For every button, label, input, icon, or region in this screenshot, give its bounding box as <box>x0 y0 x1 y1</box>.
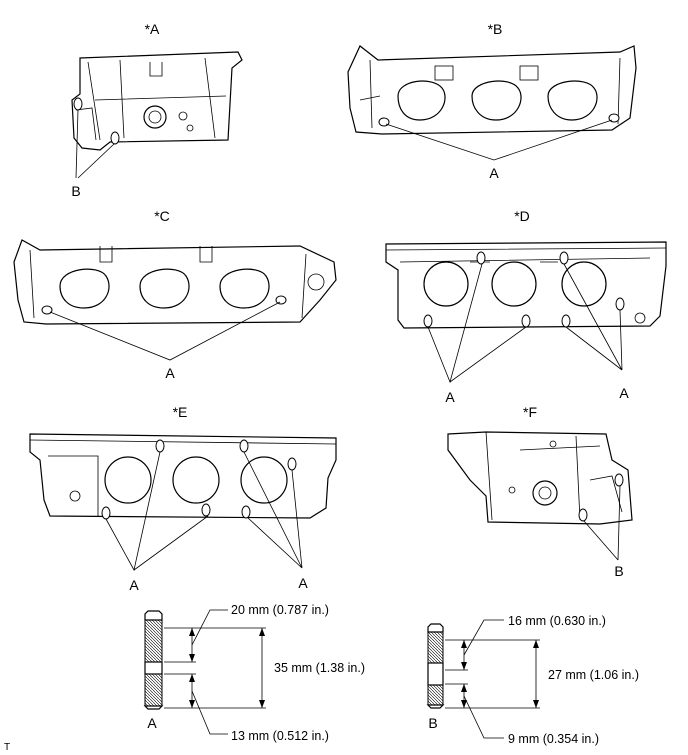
view-d-callout-right: A <box>619 385 629 401</box>
stud-a-marker <box>239 439 249 453</box>
view-a-stud-positions <box>73 97 120 145</box>
view-f-leader <box>583 485 621 561</box>
view-f-stud-positions <box>578 473 624 522</box>
view-b-intake-side <box>347 45 637 135</box>
view-a-title: *A <box>145 21 160 37</box>
view-e: *E A A <box>29 404 337 593</box>
view-a-cylinder-head-end <box>71 51 243 151</box>
stud-a-marker <box>241 505 251 519</box>
stud-b-marker <box>110 131 120 145</box>
corner-mark: T <box>4 742 10 753</box>
view-d-leader-left <box>427 263 527 384</box>
stud-b-drawing <box>426 623 445 709</box>
stud-b-leaders <box>463 619 504 739</box>
stud-b-bottom-length: 9 mm (0.354 in.) <box>508 732 599 746</box>
view-f-cylinder-head-end <box>447 431 633 525</box>
view-f-callout: B <box>614 563 623 579</box>
view-e-title: *E <box>173 404 188 420</box>
stud-a-marker <box>559 251 569 265</box>
view-e-callout-right: A <box>298 575 308 591</box>
stud-b-detail: 16 mm (0.630 in.) 27 mm (1.06 in.) 9 mm … <box>426 614 639 746</box>
view-c-leader <box>49 301 281 361</box>
stud-a-leaders <box>191 609 228 735</box>
stud-a-dimension-lines <box>191 628 263 708</box>
stud-b-marker <box>614 473 624 487</box>
view-f: *F B <box>447 404 633 579</box>
stud-a-bottom-length: 13 mm (0.512 in.) <box>231 729 329 743</box>
stud-a-arrowheads <box>189 628 265 708</box>
stud-a-detail: 20 mm (0.787 in.) 35 mm (1.38 in.) 13 mm… <box>143 603 365 743</box>
stud-a-marker <box>201 503 211 517</box>
stud-b-total-length: 27 mm (1.06 in.) <box>548 668 639 682</box>
stud-a-marker <box>521 314 531 328</box>
stud-b-extension-lines <box>445 639 540 709</box>
stud-a-extension-lines <box>164 627 266 709</box>
stud-b-arrowheads <box>461 640 539 708</box>
stud-a-marker <box>275 295 287 305</box>
view-e-exhaust-side <box>29 433 337 519</box>
stud-a-marker <box>155 439 165 453</box>
stud-b-top-length: 16 mm (0.630 in.) <box>508 614 606 628</box>
view-e-leader-left <box>105 451 209 572</box>
stud-a-marker <box>287 457 297 471</box>
view-d-leader-right <box>563 263 623 371</box>
view-d-stud-positions <box>423 251 625 328</box>
stud-b-dimension-lines <box>463 640 537 708</box>
stud-b-marker <box>73 97 83 111</box>
view-c: *C A <box>13 208 337 381</box>
stud-a-drawing <box>143 610 164 710</box>
view-f-title: *F <box>523 404 537 420</box>
view-a: *A B <box>71 21 243 199</box>
stud-a-top-length: 20 mm (0.787 in.) <box>231 603 329 617</box>
view-e-stud-positions <box>101 439 297 520</box>
stud-a-label: A <box>147 715 157 731</box>
stud-a-marker <box>423 314 433 328</box>
view-c-intake-side <box>13 239 337 325</box>
view-d: *D A A <box>385 208 667 405</box>
view-a-leader <box>75 109 115 179</box>
view-a-callout: B <box>71 183 80 199</box>
view-e-leader-right <box>243 451 303 569</box>
view-b: *B A <box>347 21 637 181</box>
stud-a-marker <box>476 251 486 265</box>
stud-a-marker <box>615 297 625 311</box>
stud-b-label: B <box>428 715 437 731</box>
view-c-title: *C <box>154 208 170 224</box>
view-e-callout-left: A <box>129 577 139 593</box>
stud-b-marker <box>578 508 588 522</box>
view-d-exhaust-side <box>385 241 667 329</box>
view-d-title: *D <box>514 208 530 224</box>
view-c-stud-positions <box>41 295 287 315</box>
stud-a-total-length: 35 mm (1.38 in.) <box>274 661 365 675</box>
view-b-title: *B <box>488 21 503 37</box>
stud-a-marker <box>561 314 571 328</box>
stud-a-marker <box>101 506 111 520</box>
view-d-callout-left: A <box>445 389 455 405</box>
stud-a-marker <box>41 305 53 315</box>
view-b-leader <box>385 119 613 161</box>
view-b-callout: A <box>489 165 499 181</box>
view-c-callout: A <box>165 365 175 381</box>
